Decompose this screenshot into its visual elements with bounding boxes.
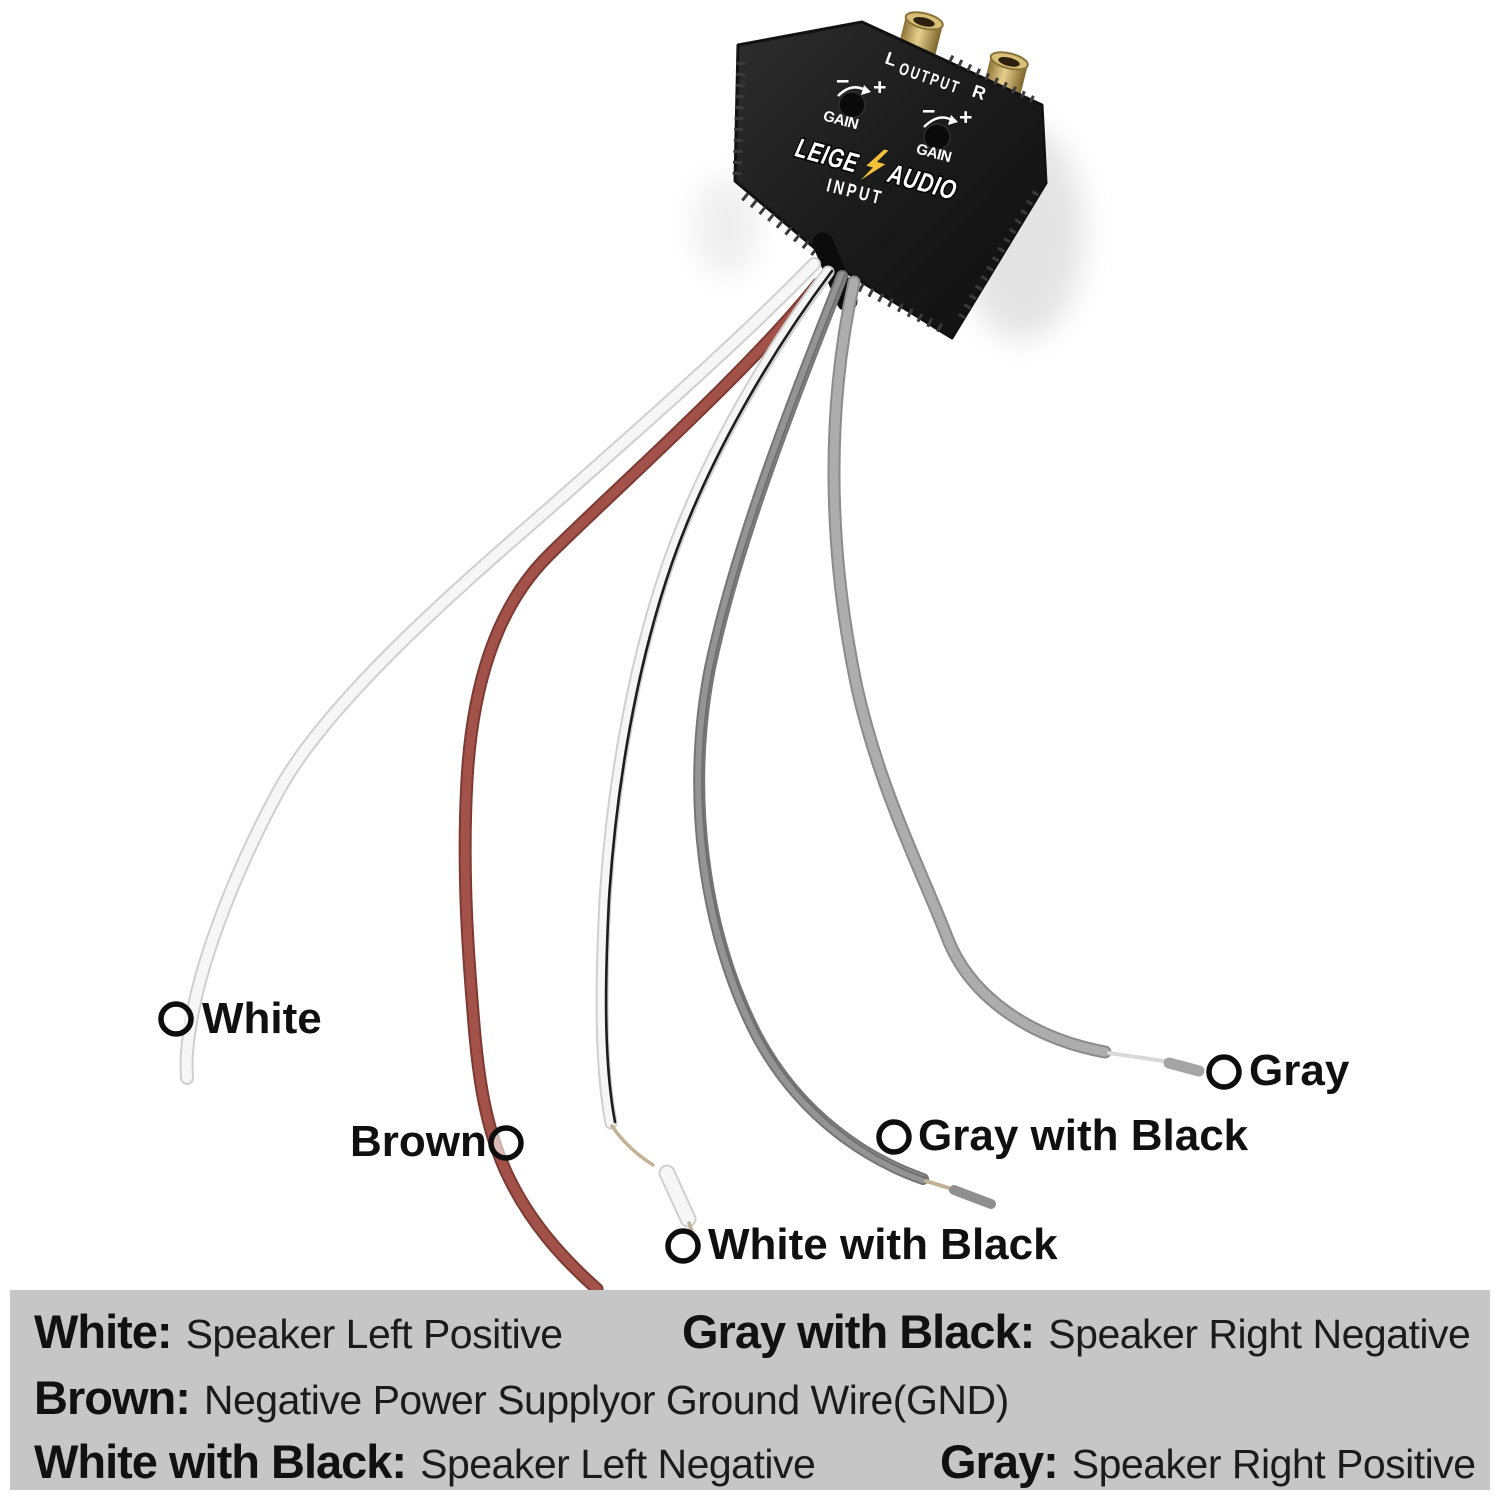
- knob-icon[interactable]: [923, 123, 951, 151]
- legend-entry-white: White: Speaker Left Positive: [34, 1304, 563, 1359]
- white-black-marker-icon: [665, 1228, 701, 1264]
- white-black-wire-stripe: [604, 269, 834, 1124]
- legend-entry-white-with-black: White with Black: Speaker Left Negative: [34, 1434, 816, 1489]
- legend-desc: Speaker Right Negative: [1048, 1311, 1471, 1357]
- wire-label-gray: Gray: [1249, 1046, 1350, 1095]
- gray-wire: [829, 277, 1110, 1057]
- wire-label-white: White: [202, 994, 322, 1043]
- legend-entry-brown: Brown: Negative Power Supplyor Ground Wi…: [34, 1370, 1009, 1425]
- gray-wire-outline: [827, 275, 1112, 1059]
- box-shadow-left: [694, 176, 758, 276]
- output-right-label: R: [970, 81, 989, 104]
- legend-term: Gray:: [940, 1435, 1059, 1488]
- legend-desc: Speaker Left Negative: [420, 1441, 816, 1487]
- wires: [179, 257, 1205, 1296]
- legend-term: White:: [34, 1305, 173, 1358]
- legend-term: Brown:: [34, 1371, 191, 1424]
- brown-wire: [460, 279, 823, 1294]
- wire-label-white-with-black: White with Black: [708, 1220, 1058, 1269]
- legend-desc: Negative Power Supplyor Ground Wire(GND): [203, 1377, 1009, 1423]
- gray-black-stripped-tip: [924, 1179, 951, 1190]
- white-black-sleeve: [660, 1166, 695, 1226]
- gray-black-marker-icon: [876, 1119, 912, 1155]
- plus-label: +: [959, 104, 972, 130]
- legend-row-2: Brown: Negative Power Supplyor Ground Wi…: [10, 1370, 1490, 1426]
- legend-term: Gray with Black:: [682, 1305, 1035, 1358]
- gray-wire-stripped-tip: [1107, 1051, 1166, 1063]
- plus-label: +: [873, 74, 886, 100]
- minus-label: −: [836, 68, 849, 94]
- legend-desc: Speaker Left Positive: [185, 1311, 563, 1357]
- gain-arrow-icon: [861, 85, 871, 95]
- gain-arrow-icon: [948, 115, 958, 125]
- wire-function-legend: White: Speaker Left Positive Gray with B…: [10, 1290, 1490, 1490]
- gray-black-wire-stripe: [701, 274, 927, 1179]
- ribbed-edges: [732, 54, 1040, 335]
- wire-label-brown: Brown: [350, 1117, 487, 1166]
- legend-row-3: White with Black: Speaker Left Negative …: [10, 1434, 1490, 1490]
- white-black-stripped-wire: [610, 1124, 655, 1167]
- gray-black-wire: [695, 272, 927, 1183]
- lightning-bolt-icon: [854, 147, 892, 185]
- legend-term: White with Black:: [34, 1435, 407, 1488]
- knob-icon[interactable]: [838, 91, 866, 119]
- gray-marker-icon: [1206, 1054, 1242, 1090]
- minus-label: −: [922, 98, 935, 124]
- white-black-wire: [597, 267, 833, 1128]
- legend-desc: Speaker Right Positive: [1071, 1441, 1476, 1487]
- brown-marker-icon: [488, 1125, 524, 1161]
- legend-entry-gray-with-black: Gray with Black: Speaker Right Negative: [682, 1304, 1471, 1359]
- wire-markers: [158, 1001, 1242, 1264]
- wire-label-gray-with-black: Gray with Black: [918, 1111, 1249, 1160]
- white-wire: [181, 259, 819, 1083]
- converter-box: [733, 20, 1048, 340]
- legend-entry-gray: Gray: Speaker Right Positive: [940, 1434, 1476, 1489]
- gray-wire-end-piece: [1163, 1057, 1205, 1077]
- cable-sheath: [812, 232, 858, 312]
- gray-black-end-piece: [949, 1185, 996, 1209]
- legend-row-1: White: Speaker Left Positive Gray with B…: [10, 1304, 1490, 1360]
- white-marker-icon: [158, 1001, 194, 1037]
